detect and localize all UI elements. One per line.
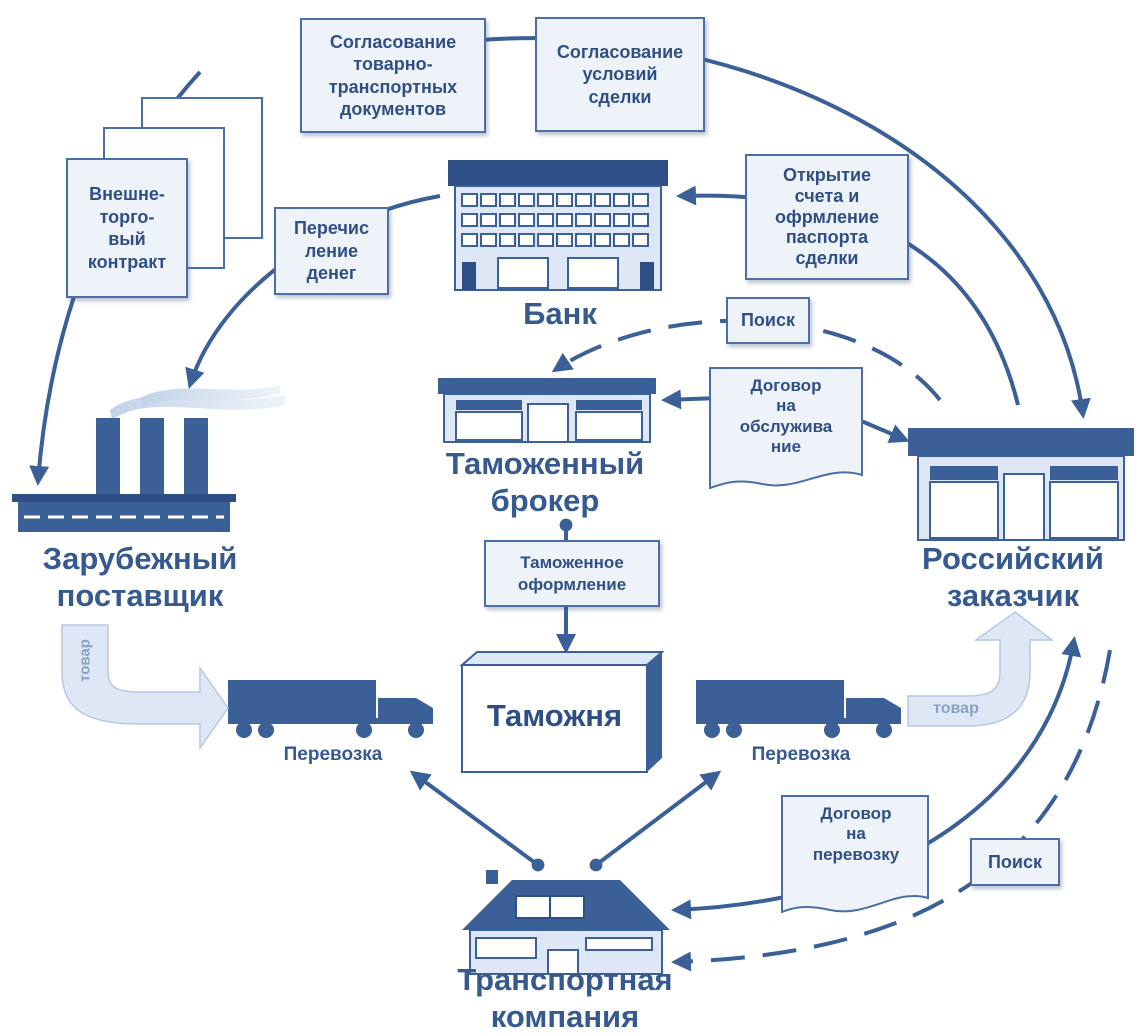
customs-box-icon	[459, 651, 665, 773]
arrow-customer-to-broker-dashed	[551, 318, 942, 402]
customs-clearance-box: Таможенное оформление	[484, 540, 660, 607]
transport-left-label: Перевозка	[283, 744, 383, 765]
goods-left-label: товар	[76, 639, 94, 682]
broker-label: Таможенный брокер	[445, 446, 645, 518]
customer-label: Российский заказчик	[922, 541, 1104, 613]
arrow-transport-right	[589, 770, 722, 872]
transport-contract-document-shape	[781, 795, 929, 914]
goods-arrow-left	[61, 624, 229, 751]
search-top-box: Поиск	[726, 297, 810, 344]
customer-building-icon	[908, 428, 1134, 541]
service-contract-text: Договор на обслужива ние	[739, 376, 833, 457]
transport-right-label: Перевозка	[751, 744, 851, 765]
contract-document: Внешне- торго- вый контракт	[66, 158, 188, 298]
truck-right-icon	[696, 680, 901, 738]
supplier-label: Зарубежный поставщик	[42, 541, 238, 613]
truck-left-icon	[228, 680, 433, 738]
factory-icon	[12, 385, 285, 532]
customs-label: Таможня	[486, 698, 623, 733]
transport-company-house-icon	[462, 870, 670, 975]
account-opening-box: Открытие счета и офрмление паспорта сдел…	[745, 154, 909, 280]
arrow-transport-left	[409, 770, 545, 872]
transport-company-label: Транспортная компания	[457, 962, 673, 1034]
bank-building-icon	[448, 160, 668, 291]
service-contract-document-shape	[709, 367, 863, 490]
broker-building-icon	[438, 378, 656, 443]
arrow-customer-to-transport-dashed	[671, 649, 1112, 972]
transport-contract-text: Договор на перевозку	[812, 804, 900, 864]
arrow-customer-to-transport	[671, 636, 1082, 920]
agreement-terms-box: Согласование условий сделки	[535, 17, 705, 132]
goods-arrow-right	[907, 611, 1055, 727]
goods-right-label: товар	[933, 700, 979, 717]
agreement-docs-box: Согласование товарно- транспортных докум…	[300, 18, 486, 133]
money-transfer-box: Перечис ление денег	[274, 207, 389, 295]
bank-label: Банк	[523, 296, 597, 331]
search-bottom-box: Поиск	[970, 838, 1060, 886]
